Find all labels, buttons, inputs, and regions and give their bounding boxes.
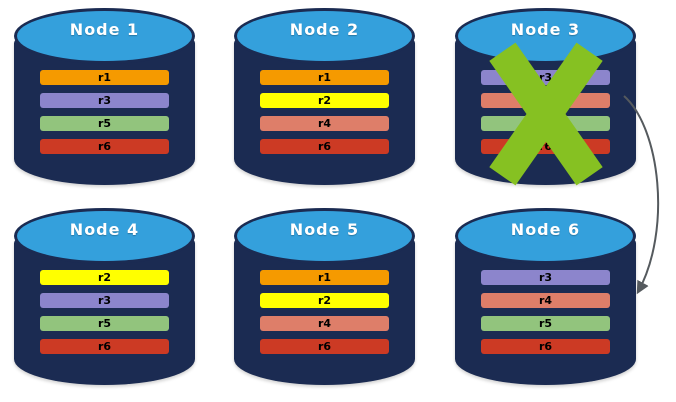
node-4-label: Node 4 [69, 220, 140, 239]
record-bar[interactable]: r5 [481, 316, 610, 331]
cylinder-top [14, 208, 195, 264]
node-2-label: Node 2 [289, 20, 360, 39]
record-bar[interactable]: r6 [40, 339, 169, 354]
record-bar[interactable]: r6 [40, 139, 169, 154]
record-bar[interactable]: r5 [40, 316, 169, 331]
record-bar[interactable]: r5 [40, 116, 169, 131]
record-bar[interactable]: r4 [481, 93, 610, 108]
cylinder-top [455, 208, 636, 264]
node-2[interactable]: Node 2 r1 r2 r4 r6 [234, 8, 415, 185]
node-1-label: Node 1 [69, 20, 140, 39]
record-bar[interactable]: r3 [40, 293, 169, 308]
record-bar[interactable]: r6 [481, 339, 610, 354]
record-bar[interactable]: r2 [260, 93, 389, 108]
record-bar[interactable]: r4 [260, 316, 389, 331]
record-bar[interactable]: r2 [260, 293, 389, 308]
record-bar[interactable]: r3 [481, 270, 610, 285]
cylinder-top [234, 208, 415, 264]
record-bar[interactable]: r1 [260, 70, 389, 85]
record-bar[interactable]: r4 [481, 293, 610, 308]
node-6[interactable]: Node 6 r3 r4 r5 r6 [455, 208, 636, 385]
record-bar[interactable]: r6 [481, 139, 610, 154]
node-5-records: r1 r2 r4 r6 [260, 270, 389, 354]
cylinder-top [14, 8, 195, 64]
node-2-records: r1 r2 r4 r6 [260, 70, 389, 154]
node-3-label: Node 3 [510, 20, 581, 39]
record-bar[interactable]: r1 [40, 70, 169, 85]
record-bar[interactable]: r1 [260, 270, 389, 285]
record-bar[interactable]: r5 [481, 116, 610, 131]
node-5-label: Node 5 [289, 220, 360, 239]
record-bar[interactable]: r2 [40, 270, 169, 285]
record-bar[interactable]: r6 [260, 339, 389, 354]
record-bar[interactable]: r4 [260, 116, 389, 131]
record-bar[interactable]: r3 [481, 70, 610, 85]
node-5[interactable]: Node 5 r1 r2 r4 r6 [234, 208, 415, 385]
node-3-records: r3 r4 r5 r6 [481, 70, 610, 154]
node-1[interactable]: Node 1 r1 r3 r5 r6 [14, 8, 195, 185]
node-3[interactable]: Node 3 r3 r4 r5 r6 [455, 8, 636, 186]
record-bar[interactable]: r3 [40, 93, 169, 108]
node-4[interactable]: Node 4 r2 r3 r5 r6 [14, 208, 195, 385]
node-6-label: Node 6 [510, 220, 581, 239]
record-bar[interactable]: r6 [260, 139, 389, 154]
node-6-records: r3 r4 r5 r6 [481, 270, 610, 354]
node-4-records: r2 r3 r5 r6 [40, 270, 169, 354]
node-1-records: r1 r3 r5 r6 [40, 70, 169, 154]
cylinder-top [234, 8, 415, 64]
